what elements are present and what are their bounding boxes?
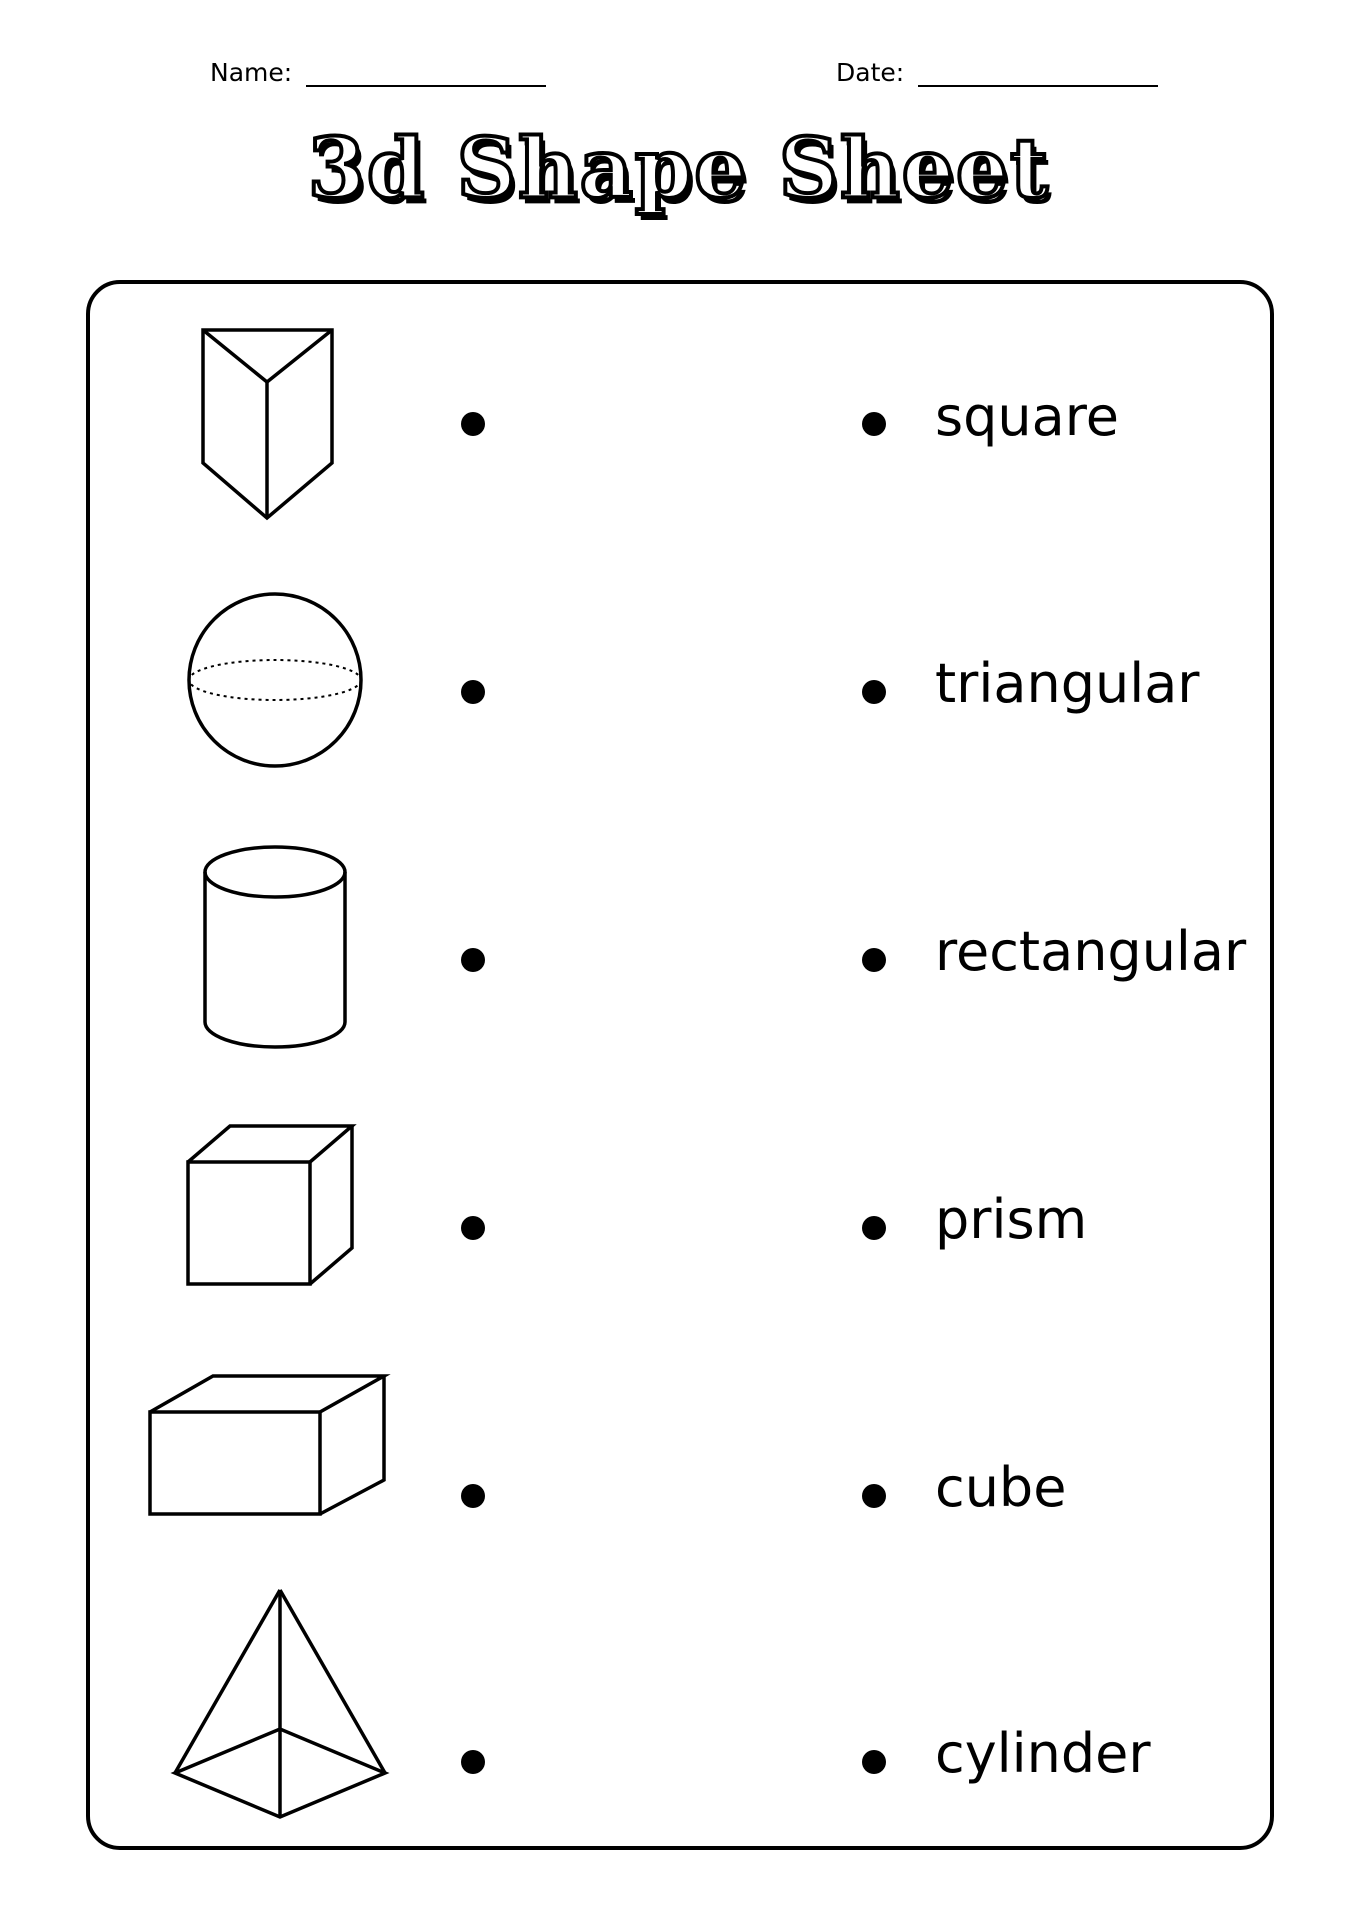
page-title: 3d Shape Sheet — [306, 121, 1051, 217]
match-dot-left[interactable] — [461, 1750, 485, 1774]
name-blank-line[interactable] — [306, 61, 547, 87]
match-dot-right[interactable] — [862, 412, 886, 436]
word-label: square — [935, 385, 1119, 448]
word-label: cylinder — [935, 1722, 1151, 1785]
match-row: square — [0, 300, 1358, 565]
worksheet-frame — [86, 280, 1274, 1850]
word-label: triangular — [935, 652, 1200, 715]
match-dot-right[interactable] — [862, 1750, 886, 1774]
cube-icon — [186, 1124, 357, 1286]
word-label: prism — [935, 1188, 1088, 1251]
match-dot-left[interactable] — [461, 680, 485, 704]
match-dot-right[interactable] — [862, 1216, 886, 1240]
match-dot-left[interactable] — [461, 1216, 485, 1240]
match-dot-left[interactable] — [461, 1484, 485, 1508]
match-row: triangular — [0, 566, 1358, 831]
name-field[interactable]: Name: — [210, 58, 547, 87]
match-row: prism — [0, 1098, 1358, 1363]
date-field[interactable]: Date: — [836, 58, 1159, 87]
match-dot-right[interactable] — [862, 948, 886, 972]
name-label: Name: — [210, 58, 293, 87]
match-dot-right[interactable] — [862, 1484, 886, 1508]
date-blank-line[interactable] — [918, 61, 1159, 87]
sphere-icon — [187, 592, 363, 768]
match-row: rectangular — [0, 832, 1358, 1097]
square-pyramid-icon — [170, 1589, 390, 1819]
rectangular-prism-icon — [148, 1374, 391, 1516]
match-row: cylinder — [0, 1582, 1358, 1847]
word-label: cube — [935, 1456, 1067, 1519]
date-label: Date: — [836, 58, 905, 87]
match-dot-left[interactable] — [461, 412, 485, 436]
triangular-prism-icon — [201, 328, 334, 521]
word-label: rectangular — [935, 920, 1247, 983]
cylinder-icon — [203, 845, 347, 1049]
match-dot-left[interactable] — [461, 948, 485, 972]
match-row: cube — [0, 1364, 1358, 1629]
match-dot-right[interactable] — [862, 680, 886, 704]
